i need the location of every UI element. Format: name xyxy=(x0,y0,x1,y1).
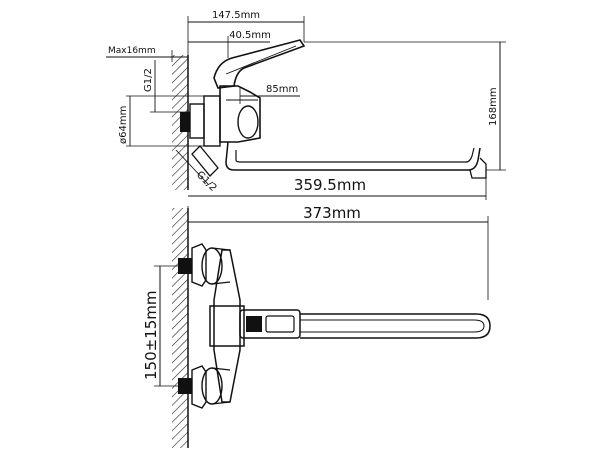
valve-body-front xyxy=(213,249,241,403)
dim-spout-length: 359.5mm xyxy=(294,176,366,194)
dim-spout-offset: 85mm xyxy=(266,84,298,95)
dim-handle-offset: 40.5mm xyxy=(229,30,271,41)
dim-total-length: 373mm xyxy=(303,204,361,222)
dim-overall-top: 147.5mm xyxy=(212,10,260,21)
front-elevation-view: 373mm 150±15mm xyxy=(142,204,491,448)
dim-thread-bottom: G1/2 xyxy=(194,169,219,194)
spout-front xyxy=(300,313,491,339)
lever-handle-top xyxy=(213,39,306,89)
lever-handle-front xyxy=(239,309,301,339)
dim-thread-top: G1/2 xyxy=(143,68,154,92)
dim-center-distance: 150±15mm xyxy=(142,290,160,380)
dim-max-wall: Max16mm xyxy=(108,46,156,56)
wall-section-bottom xyxy=(172,208,188,448)
dim-body-diameter: ø64mm xyxy=(118,106,129,144)
wall-inlet-top xyxy=(180,112,190,132)
side-elevation-view: 147.5mm 40.5mm Max16mm G1/2 ø64mm 85mm 1… xyxy=(106,10,506,200)
valve-body-top xyxy=(219,85,261,143)
dim-height: 168mm xyxy=(488,87,499,126)
spout-top xyxy=(225,141,481,171)
